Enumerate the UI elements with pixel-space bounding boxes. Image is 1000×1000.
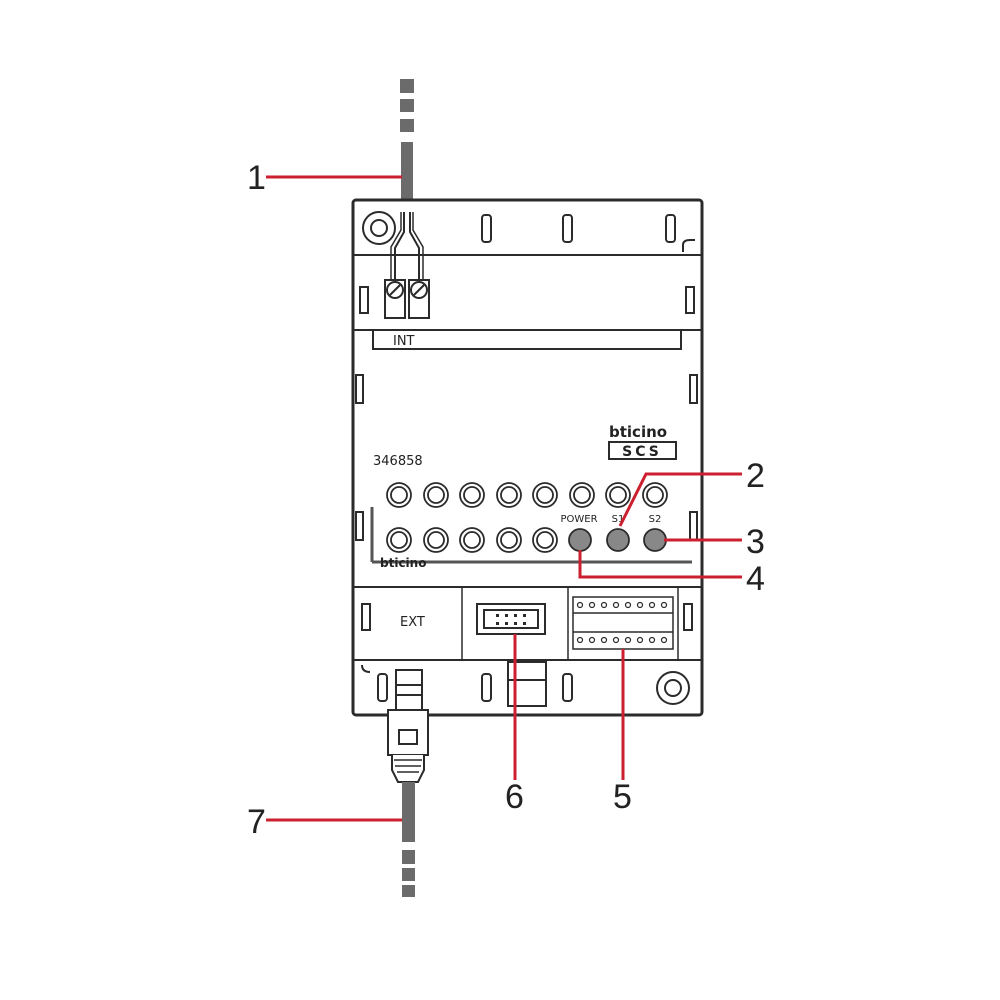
panel-bracket (370, 507, 692, 564)
led-s2-label: S2 (649, 514, 662, 525)
scs-logo-text: SCS (622, 444, 662, 460)
device-housing (351, 198, 704, 717)
mounting-hole-bottom-right (656, 671, 690, 705)
bus-cable-int (400, 79, 414, 212)
callout-5: 5 (613, 778, 632, 816)
led-power (568, 528, 592, 552)
mounting-hole-top-left (362, 211, 396, 245)
callout-4: 4 (746, 560, 765, 598)
led-s1-label: S1 (612, 514, 625, 525)
callout-3: 3 (746, 523, 765, 561)
ext-label: EXT (400, 615, 425, 630)
brand-logo-top: bticino (609, 423, 667, 441)
callout-line-2 (618, 472, 742, 527)
bus-cable-ext (387, 669, 429, 897)
callout-6: 6 (505, 778, 524, 816)
bottom-section (461, 587, 679, 660)
callout-7: 7 (247, 803, 266, 841)
configurator-socket (572, 596, 674, 650)
callout-1: 1 (247, 159, 266, 197)
led-power-label: POWER (560, 514, 597, 525)
led-s1 (606, 528, 630, 552)
callout-line-4 (578, 550, 742, 579)
model-number: 346858 (373, 454, 423, 469)
led-grid (386, 482, 668, 553)
int-label: INT (393, 334, 415, 349)
int-terminal-block (384, 212, 430, 319)
callout-2: 2 (746, 457, 765, 495)
scs-logo: SCS (608, 441, 677, 460)
brand-logo-bottom: bticino (380, 556, 426, 570)
programming-connector (476, 603, 546, 635)
led-s2 (643, 528, 667, 552)
